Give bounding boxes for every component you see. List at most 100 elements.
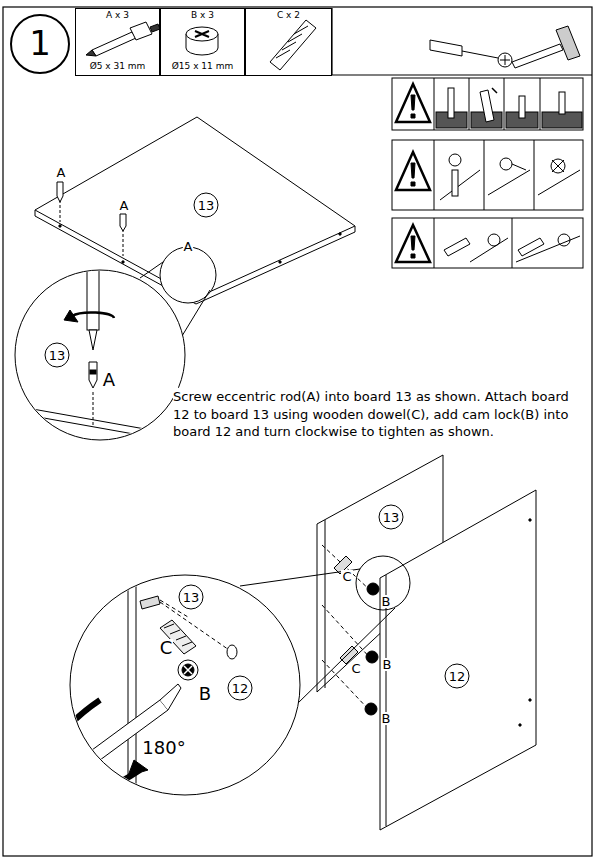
drawing-stroke <box>122 261 124 263</box>
drawing-stroke <box>436 88 582 262</box>
part-letter: A <box>56 166 67 179</box>
drawing-stroke <box>128 570 129 800</box>
part-letter: C <box>341 570 352 583</box>
drawing-stroke <box>59 225 61 227</box>
drawing-stroke <box>276 26 308 58</box>
drawing-stroke <box>178 660 198 680</box>
drawing-stroke <box>538 170 580 195</box>
part-letter: B <box>381 712 392 725</box>
drawing-stroke <box>529 699 531 701</box>
drawing-stroke <box>140 596 160 609</box>
drawing-stroke <box>411 163 415 186</box>
drawing-stroke <box>500 55 510 65</box>
drawing-stroke <box>322 545 372 712</box>
drawing-stroke <box>556 26 580 60</box>
drawing-stroke <box>150 24 160 32</box>
part-letter: A <box>119 199 130 212</box>
drawing-stroke <box>445 664 469 688</box>
drawing-stroke <box>86 50 96 56</box>
drawing-stroke <box>559 92 565 114</box>
drawing-stroke <box>240 569 360 586</box>
part-count: C x 2 <box>277 11 300 21</box>
drawing-stroke <box>43 570 252 800</box>
callout-number: 13 <box>49 349 66 362</box>
drawing-stroke <box>57 182 63 202</box>
hardware-cell: C x 2 <box>245 8 332 76</box>
drawing-stroke <box>440 170 480 200</box>
drawing-stroke <box>396 84 430 122</box>
drawing-stroke <box>89 362 97 388</box>
drawing-stroke <box>430 40 462 56</box>
drawing-stroke <box>484 140 485 210</box>
drawing-stroke <box>70 575 300 795</box>
drawing-stroke <box>396 84 430 262</box>
drawing-stroke <box>120 214 126 231</box>
drawing-stroke <box>551 159 565 173</box>
drawing-stroke <box>186 27 218 41</box>
drawing-stroke <box>529 519 531 521</box>
drawing-stroke <box>512 218 513 268</box>
part-letter: A <box>183 240 194 253</box>
drawing-stroke <box>194 193 218 217</box>
drawing-stroke <box>270 20 316 70</box>
part-count: A x 3 <box>106 11 129 21</box>
drawing-stroke <box>89 330 97 350</box>
drawing-stroke <box>540 78 541 130</box>
callout-number: 12 <box>449 670 466 683</box>
drawing-stroke <box>92 32 136 56</box>
drawing-stroke <box>182 290 210 336</box>
drawing-stroke <box>452 170 458 196</box>
drawing-stroke <box>498 53 512 67</box>
drawing-stroke <box>184 666 192 674</box>
drawing-stroke <box>72 312 114 318</box>
callout-number: 13 <box>198 199 215 212</box>
drawing-stroke <box>470 238 508 262</box>
hardware-cell: B x 3Ø15 x 11 mm <box>160 8 245 76</box>
drawing-stroke <box>70 455 536 830</box>
drawing-stroke <box>552 160 564 172</box>
drawing-stroke <box>366 651 378 663</box>
drawing-stroke <box>411 95 415 118</box>
drawing-stroke <box>492 88 497 93</box>
drawing-stroke <box>500 158 512 170</box>
drawing-stroke <box>45 343 69 367</box>
drawing-stroke <box>228 676 252 700</box>
hardware-cell: A x 3 Ø5 x 31 mm <box>75 8 160 76</box>
drawing-stroke <box>365 519 531 726</box>
drawing-stroke <box>392 140 583 210</box>
drawing-stroke <box>516 236 580 262</box>
part-count: B x 3 <box>191 11 214 21</box>
drawing-stroke <box>379 505 403 529</box>
drawing-stroke <box>534 140 535 210</box>
drawing-stroke <box>396 152 430 190</box>
drawing-stroke <box>87 262 99 330</box>
part-dimension: Ø5 x 31 mm <box>90 62 146 72</box>
drawing-stroke <box>365 703 377 715</box>
drawing-stroke <box>518 238 544 256</box>
drawing-stroke <box>182 664 194 676</box>
callout-number: 13 <box>183 591 200 604</box>
drawing-stroke <box>160 684 181 710</box>
drawing-stroke <box>462 51 498 58</box>
drawing-stroke <box>444 238 470 256</box>
drawing-stroke <box>140 262 163 278</box>
part-letter: C <box>159 639 174 657</box>
drawing-stroke <box>43 700 140 796</box>
part-letter: 180° <box>141 739 186 757</box>
drawing-stroke <box>10 262 190 444</box>
drawing-stroke <box>488 170 530 195</box>
drawing-stroke <box>332 74 592 75</box>
drawing-stroke <box>15 270 185 440</box>
drawing-stroke <box>396 225 430 262</box>
drawing-stroke <box>90 370 96 374</box>
drawing-stroke <box>512 164 526 170</box>
drawing-stroke <box>430 26 580 68</box>
drawing-stroke <box>3 7 592 856</box>
drawing-stroke <box>227 645 237 659</box>
drawing-stroke <box>3 7 592 856</box>
part-letter: C <box>350 662 361 675</box>
drawing-stroke <box>392 218 583 268</box>
drawing-stroke <box>469 78 470 130</box>
drawing-stroke <box>356 556 410 610</box>
drawing-stroke <box>480 90 494 122</box>
